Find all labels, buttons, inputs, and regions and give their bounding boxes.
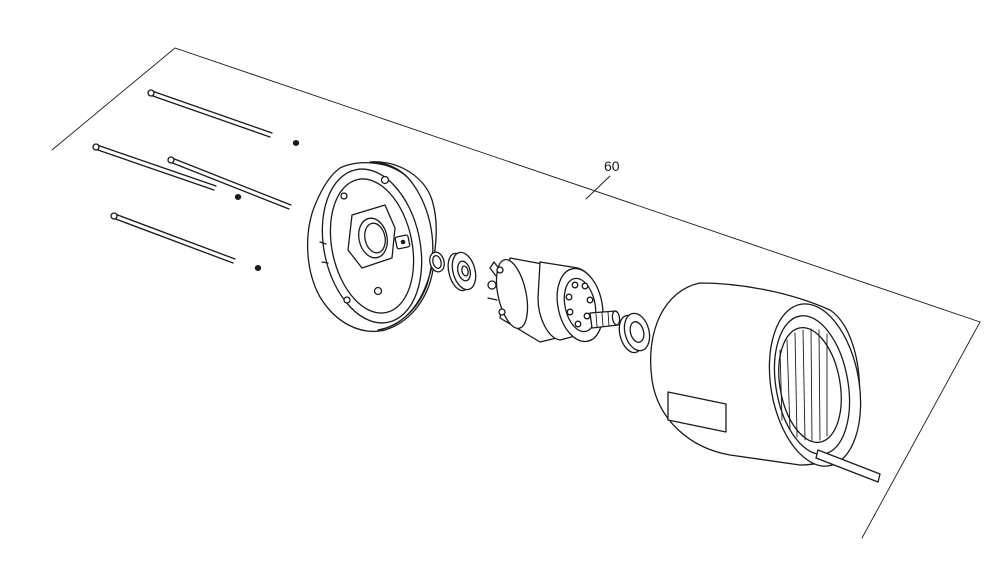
- callout-60: 60: [585, 158, 620, 200]
- nut-1: [292, 140, 300, 146]
- stator-housing: [650, 282, 881, 483]
- rotor-assembly: [487, 257, 621, 343]
- tie-rods: [92, 89, 292, 264]
- snap-ring: [429, 251, 445, 273]
- callout-label: 60: [604, 158, 620, 174]
- tie-rod-2: [92, 143, 217, 191]
- tie-rod-1: [147, 89, 273, 138]
- tie-rod-4: [110, 212, 236, 264]
- end-bell: [307, 161, 437, 332]
- nuts: [234, 140, 319, 271]
- front-bearing: [618, 312, 651, 354]
- nut-4: [254, 265, 262, 271]
- tie-rod-3: [167, 156, 292, 210]
- rear-bearing: [447, 251, 477, 292]
- assembly-frame: [51, 47, 981, 539]
- nut-2: [234, 194, 242, 200]
